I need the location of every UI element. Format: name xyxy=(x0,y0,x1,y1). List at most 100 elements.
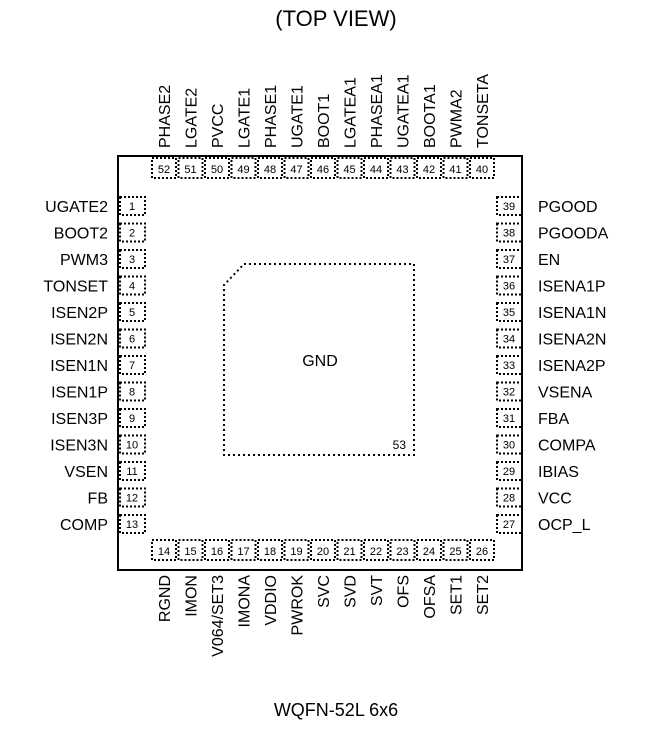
pin-name-28: VCC xyxy=(538,491,572,508)
pin-number-13: 13 xyxy=(126,519,138,531)
pin-pad-30 xyxy=(496,434,523,455)
pin-name-49: LGATE1 xyxy=(237,88,254,148)
pin-number-5: 5 xyxy=(129,307,135,319)
pin-name-23: OFS xyxy=(396,575,413,608)
pin-number-44: 44 xyxy=(370,164,382,176)
pin-number-51: 51 xyxy=(184,164,196,176)
pin-pad-46 xyxy=(310,157,336,179)
pin-name-16: V064/SET3 xyxy=(210,575,227,657)
pin-number-7: 7 xyxy=(129,360,135,372)
pin-number-39: 39 xyxy=(503,201,515,213)
pin-name-14: RGND xyxy=(157,575,174,622)
pin-name-20: SVC xyxy=(316,575,333,608)
pin-number-8: 8 xyxy=(129,387,135,399)
pin-pad-52 xyxy=(151,157,177,179)
pin-number-23: 23 xyxy=(396,546,408,558)
pin-name-52: PHASE2 xyxy=(157,85,174,148)
pin-pad-33 xyxy=(496,355,523,375)
pin-name-5: ISEN2P xyxy=(51,305,108,322)
pin-pad-26 xyxy=(469,539,495,561)
pin-name-43: UGATEA1 xyxy=(396,74,413,148)
pin-number-36: 36 xyxy=(503,281,515,293)
pin-number-26: 26 xyxy=(476,546,488,558)
pin-name-45: LGATEA1 xyxy=(343,77,360,148)
pin-pad-12 xyxy=(119,487,146,508)
pin-name-19: PWROK xyxy=(290,575,307,636)
pin-number-22: 22 xyxy=(370,546,382,558)
pin-pad-5 xyxy=(119,302,146,322)
pin-pad-27 xyxy=(496,514,523,534)
package-label: WQFN-52L 6x6 xyxy=(273,700,399,720)
pin-pad-1 xyxy=(119,196,146,216)
pin-pad-42 xyxy=(416,157,442,179)
pin-name-46: BOOT1 xyxy=(316,94,333,148)
pin-pad-49 xyxy=(230,157,257,179)
pin-number-28: 28 xyxy=(503,493,515,505)
pin-group: 1UGATE22BOOT23PWM34TONSET5ISEN2P6ISEN2N7… xyxy=(43,74,608,657)
pin-name-12: FB xyxy=(88,491,108,508)
pin-pad-50 xyxy=(204,157,230,179)
pin-number-31: 31 xyxy=(503,413,515,425)
pin-pad-23 xyxy=(389,539,416,561)
pin-name-9: ISEN3P xyxy=(51,411,108,428)
pin-pad-31 xyxy=(496,408,523,428)
pin-name-7: ISEN1N xyxy=(50,358,108,375)
pin-name-51: LGATE2 xyxy=(184,88,201,148)
pin-pad-37 xyxy=(496,249,523,269)
pin-name-11: VSEN xyxy=(64,464,108,481)
pin-name-38: PGOODA xyxy=(538,226,609,243)
pin-pad-8 xyxy=(119,381,146,402)
pin-number-17: 17 xyxy=(237,546,249,558)
pin-pad-47 xyxy=(283,157,310,179)
pin-number-12: 12 xyxy=(126,493,138,505)
pin-name-34: ISENA2N xyxy=(538,332,606,349)
pin-pad-22 xyxy=(363,539,389,561)
pin-number-48: 48 xyxy=(264,164,276,176)
pin-number-33: 33 xyxy=(503,360,515,372)
pin-pad-28 xyxy=(496,487,523,508)
pin-name-47: UGATE1 xyxy=(290,85,307,148)
pin-name-10: ISEN3N xyxy=(50,438,108,455)
pin-pad-43 xyxy=(389,157,416,179)
pin-pad-48 xyxy=(257,157,283,179)
pin-number-21: 21 xyxy=(343,546,355,558)
pin-pad-17 xyxy=(230,539,257,561)
pin-name-17: IMONA xyxy=(237,575,254,628)
pin-pad-20 xyxy=(310,539,336,561)
pin-number-50: 50 xyxy=(211,164,223,176)
pin-name-39: PGOOD xyxy=(538,199,598,216)
pin-pad-34 xyxy=(496,328,523,349)
pin-pad-36 xyxy=(496,275,523,296)
pin-name-2: BOOT2 xyxy=(54,226,108,243)
pin-number-49: 49 xyxy=(237,164,249,176)
pin-name-6: ISEN2N xyxy=(50,332,108,349)
pin-number-14: 14 xyxy=(158,546,170,558)
pin-pad-13 xyxy=(119,514,146,534)
pin-name-40: TONSETA xyxy=(475,74,492,148)
pin-number-24: 24 xyxy=(423,546,435,558)
exposed-pad xyxy=(223,263,415,456)
pin-pad-24 xyxy=(416,539,442,561)
pin-pad-35 xyxy=(496,302,523,322)
pin-number-38: 38 xyxy=(503,228,515,240)
pin-number-34: 34 xyxy=(503,334,515,346)
pin-pad-2 xyxy=(119,222,146,243)
pin-number-27: 27 xyxy=(503,519,515,531)
pin-name-30: COMPA xyxy=(538,438,596,455)
pin-number-41: 41 xyxy=(449,164,461,176)
pin-name-21: SVD xyxy=(343,575,360,608)
pin-name-35: ISENA1N xyxy=(538,305,606,322)
pin-name-26: SET2 xyxy=(475,575,492,615)
pin-number-2: 2 xyxy=(129,228,135,240)
pin-number-15: 15 xyxy=(184,546,196,558)
pin-number-4: 4 xyxy=(129,281,135,293)
pin-name-48: PHASE1 xyxy=(263,85,280,148)
pin-name-41: PWMA2 xyxy=(449,89,466,148)
pin-name-18: VDDIO xyxy=(263,575,280,626)
pin-number-3: 3 xyxy=(129,254,135,266)
pin-name-50: PVCC xyxy=(210,104,227,148)
diagram-title: (TOP VIEW) xyxy=(275,6,397,31)
pin-name-31: FBA xyxy=(538,411,569,428)
exposed-pad-label: GND xyxy=(302,353,338,370)
